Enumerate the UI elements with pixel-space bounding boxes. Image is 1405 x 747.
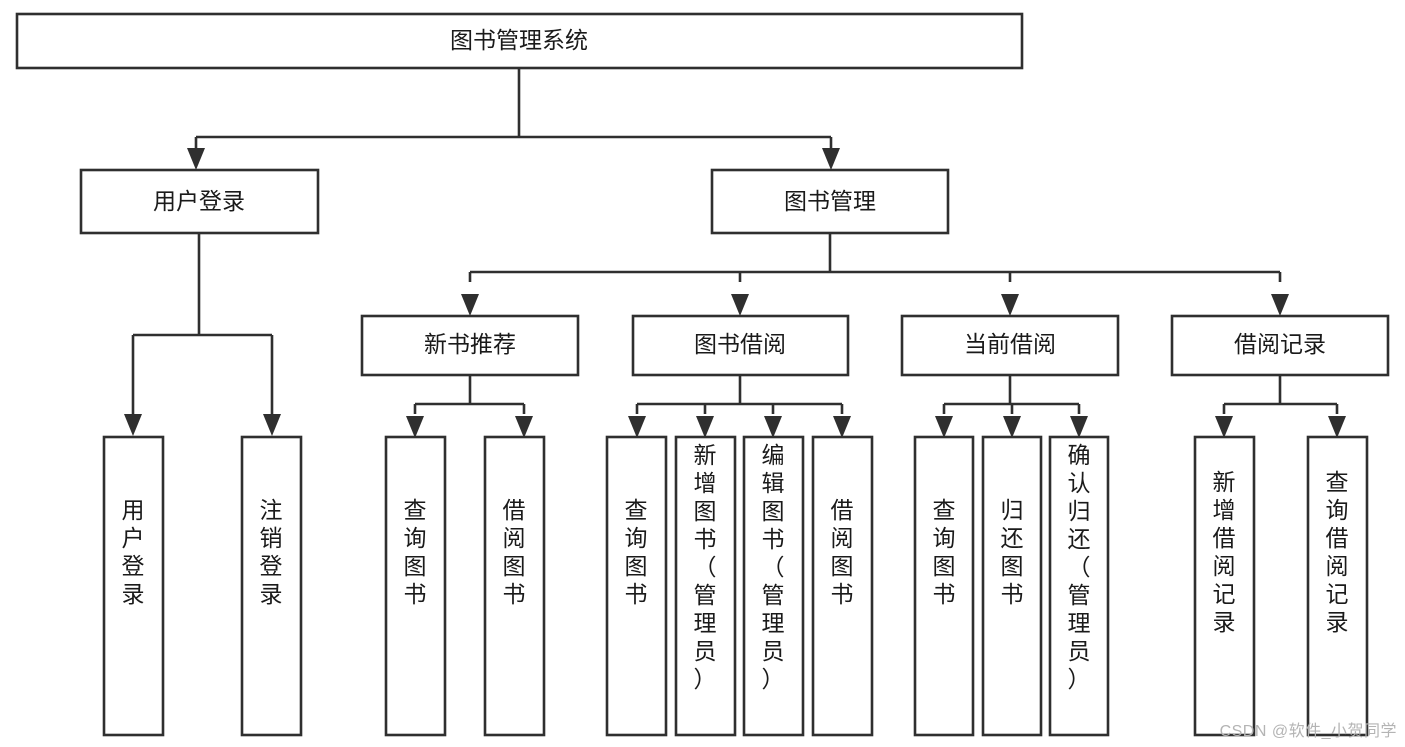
- leaf-query-book-1-label: 查询图书: [404, 497, 427, 607]
- leaf-return-book-box: [981, 435, 1043, 737]
- node-current-borrow-label: 当前借阅: [964, 331, 1056, 357]
- leaf-query-record-box: [1306, 435, 1369, 737]
- arrowhead-leaf-query-book-1: [406, 416, 424, 438]
- arrowhead-leaf-query-book-2: [628, 416, 646, 438]
- leaf-add-book[interactable]: 新增图书（管理员）: [674, 435, 737, 737]
- node-borrow-record[interactable]: 借阅记录: [1170, 314, 1390, 377]
- leaf-edit-book[interactable]: 编辑图书（管理员）: [742, 435, 805, 737]
- leaf-borrow-book-2[interactable]: 借阅图书: [811, 435, 874, 737]
- leaf-borrow-book-1-box: [483, 435, 546, 737]
- node-root[interactable]: 图书管理系统: [15, 12, 1024, 70]
- arrowhead-to-book-management: [822, 148, 840, 170]
- leaf-query-book-2[interactable]: 查询图书: [605, 435, 668, 737]
- node-borrow-record-label: 借阅记录: [1234, 331, 1326, 357]
- leaf-user-login[interactable]: 用户登录: [102, 435, 165, 737]
- node-root-label: 图书管理系统: [450, 27, 588, 53]
- arrowhead-to-user-login: [187, 148, 205, 170]
- arrowhead-leaf-return-book: [1003, 416, 1021, 438]
- leaf-query-book-3-box: [913, 435, 975, 737]
- leaf-query-record[interactable]: 查询借阅记录: [1306, 435, 1369, 737]
- leaf-query-record-label: 查询借阅记录: [1326, 469, 1349, 635]
- leaf-query-book-1-box: [384, 435, 447, 737]
- arrowhead-to-borrow-record: [1271, 294, 1289, 316]
- node-borrow-record-box: [1170, 314, 1390, 377]
- arrowhead-to-book-borrow: [731, 294, 749, 316]
- leaf-edit-book-label: 编辑图书（管理员）: [762, 442, 785, 692]
- leaf-confirm-return-label: 确认归还（管理员）: [1068, 442, 1091, 692]
- node-current-borrow[interactable]: 当前借阅: [900, 314, 1120, 377]
- leaf-borrow-book-2-box: [811, 435, 874, 737]
- arrowhead-leaf-borrow-book-2: [833, 416, 851, 438]
- leaf-user-login-box: [102, 435, 165, 737]
- leaf-borrow-book-1-label: 借阅图书: [503, 497, 526, 607]
- leaf-user-logout-box: [240, 435, 303, 737]
- leaf-query-book-1[interactable]: 查询图书: [384, 435, 447, 737]
- leaf-query-book-3-label: 查询图书: [933, 497, 956, 607]
- leaf-borrow-book-1[interactable]: 借阅图书: [483, 435, 546, 737]
- node-new-book-recommend[interactable]: 新书推荐: [360, 314, 580, 377]
- leaf-add-book-label: 新增图书（管理员）: [694, 442, 717, 692]
- leaf-query-book-3[interactable]: 查询图书: [913, 435, 975, 737]
- node-book-borrow[interactable]: 图书借阅: [631, 314, 850, 377]
- leaf-return-book[interactable]: 归还图书: [981, 435, 1043, 737]
- leaf-user-logout-label: 注销登录: [260, 497, 283, 607]
- arrowhead-leaf-borrow-book-1: [515, 416, 533, 438]
- leaf-confirm-return-box: [1048, 435, 1110, 737]
- watermark-text: CSDN @软件_小贺同学: [1219, 723, 1397, 740]
- leaf-add-record-box: [1193, 435, 1256, 737]
- leaf-query-book-2-box: [605, 435, 668, 737]
- leaf-add-record-label: 新增借阅记录: [1213, 469, 1236, 635]
- node-user-login[interactable]: 用户登录: [79, 168, 320, 235]
- leaf-user-login-label: 用户登录: [122, 497, 145, 607]
- arrowhead-leaf-query-book-3: [935, 416, 953, 438]
- arrowhead-leaf-user-login: [124, 414, 142, 436]
- leaf-borrow-book-2-label: 借阅图书: [831, 497, 854, 607]
- node-root-box: [15, 12, 1024, 70]
- arrowhead-leaf-add-record: [1215, 416, 1233, 438]
- arrowhead-leaf-user-logout: [263, 414, 281, 436]
- arrowhead-leaf-confirm-return: [1070, 416, 1088, 438]
- leaf-edit-book-box: [742, 435, 805, 737]
- arrowhead-to-new-book-recommend: [461, 294, 479, 316]
- leaf-query-book-2-label: 查询图书: [625, 497, 648, 607]
- arrowhead-leaf-add-book: [696, 416, 714, 438]
- node-book-management-label: 图书管理: [784, 188, 876, 214]
- node-book-management[interactable]: 图书管理: [710, 168, 950, 235]
- node-new-book-recommend-box: [360, 314, 580, 377]
- leaf-add-record[interactable]: 新增借阅记录: [1193, 435, 1256, 737]
- node-book-borrow-label: 图书借阅: [694, 331, 786, 357]
- leaf-add-book-box: [674, 435, 737, 737]
- leaf-user-logout[interactable]: 注销登录: [240, 435, 303, 737]
- arrowhead-to-current-borrow: [1001, 294, 1019, 316]
- leaf-return-book-label: 归还图书: [1001, 497, 1024, 607]
- node-user-login-label: 用户登录: [153, 188, 245, 214]
- node-book-management-box: [710, 168, 950, 235]
- arrowhead-leaf-query-record: [1328, 416, 1346, 438]
- node-current-borrow-box: [900, 314, 1120, 377]
- node-book-borrow-box: [631, 314, 850, 377]
- node-new-book-recommend-label: 新书推荐: [424, 331, 516, 357]
- arrowhead-leaf-edit-book: [764, 416, 782, 438]
- leaf-confirm-return[interactable]: 确认归还（管理员）: [1048, 435, 1110, 737]
